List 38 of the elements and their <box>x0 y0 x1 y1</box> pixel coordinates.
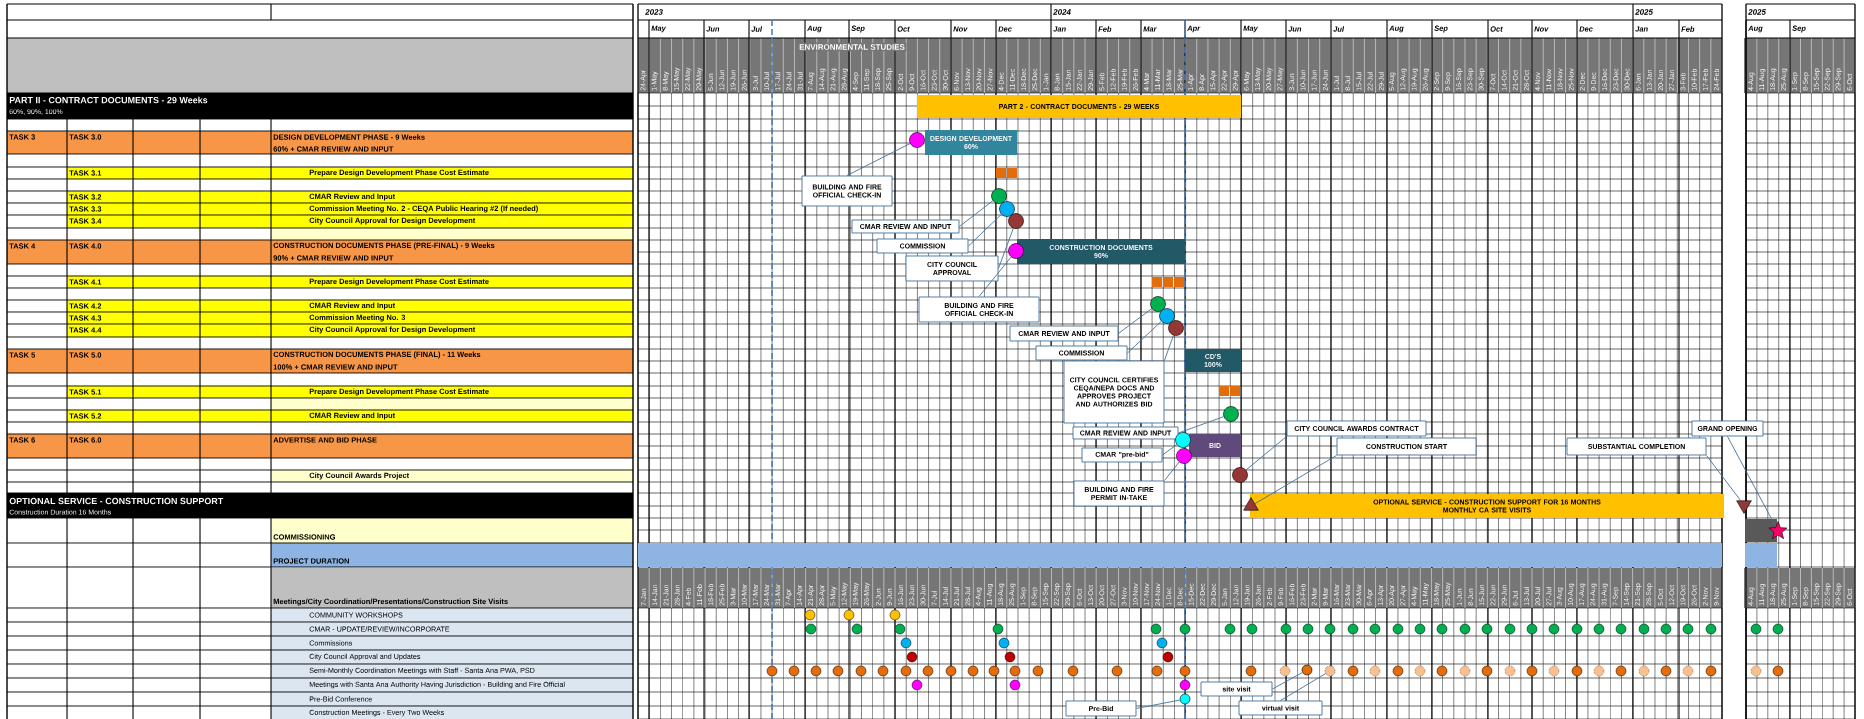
duration-bar <box>638 543 1722 567</box>
milestone-circle <box>1176 448 1192 464</box>
leader-line <box>998 227 1014 269</box>
commissioning-bar <box>1745 519 1777 542</box>
leader-line <box>1245 436 1287 471</box>
leader-line <box>1254 455 1337 505</box>
milestone-circle <box>1159 308 1175 324</box>
milestone-circle <box>1168 320 1184 336</box>
milestone-triangle <box>1736 500 1752 514</box>
leader-line <box>1162 444 1178 456</box>
leader-line <box>1727 436 1777 528</box>
leader-line <box>1127 320 1162 354</box>
leader-line <box>968 213 1002 247</box>
leader-line <box>978 256 1012 297</box>
leader-line <box>1280 673 1326 701</box>
milestone-star <box>1768 521 1788 539</box>
leader-line <box>846 143 911 176</box>
milestone-circle <box>1175 432 1191 448</box>
leader-line <box>1272 672 1303 690</box>
leader-line <box>1164 334 1174 361</box>
duration-bar <box>1745 543 1777 567</box>
section-heading: OPTIONAL SERVICE - CONSTRUCTION SUPPORT <box>9 497 224 505</box>
leader-line <box>1136 699 1181 709</box>
leader-line <box>1118 308 1153 334</box>
leader-line <box>1164 461 1180 481</box>
milestone-circle <box>999 201 1015 217</box>
milestone-circle <box>1223 406 1239 422</box>
milestone-circle <box>1008 213 1024 229</box>
milestone-triangle <box>1243 497 1259 511</box>
milestone-circle <box>1008 243 1024 259</box>
leader-line <box>959 200 994 227</box>
leader-line <box>1706 455 1741 501</box>
milestone-circle <box>1150 296 1166 312</box>
section-heading: PART II - CONTRACT DOCUMENTS - 29 Weeks <box>9 96 208 104</box>
milestone-circle <box>909 132 925 148</box>
leader-line <box>1178 416 1225 434</box>
milestone-circle <box>1232 467 1248 483</box>
milestone-circle <box>991 188 1007 204</box>
